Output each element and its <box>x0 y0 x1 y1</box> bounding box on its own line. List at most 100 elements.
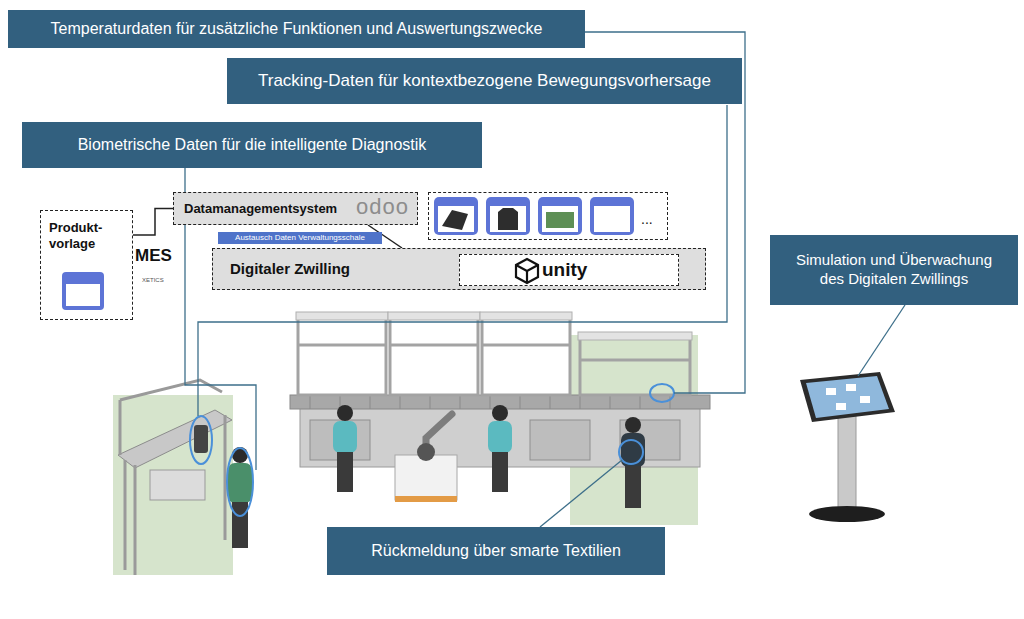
frame-bar <box>298 344 386 347</box>
bar-text: Austausch Daten Verwaltungsschale <box>235 232 365 244</box>
unity-cube <box>516 259 538 283</box>
callout-box: Simulation und Überwachung des Digitalen… <box>770 235 1018 305</box>
vest-shape <box>498 208 518 230</box>
worker-body <box>228 463 252 503</box>
unity-edge <box>526 271 528 283</box>
frame-tops <box>296 312 692 340</box>
conveyor-rollers <box>310 395 670 409</box>
component-icon <box>590 197 634 235</box>
table-leg <box>224 415 227 540</box>
roller <box>310 395 311 409</box>
worker-legs <box>232 502 248 548</box>
logo-text: odoo <box>356 194 409 220</box>
icon-tile <box>486 197 530 235</box>
callout-box: Rückmeldung über smarte Textilien <box>327 527 665 575</box>
robot-stripe <box>395 496 457 502</box>
roller <box>520 395 521 409</box>
callout-text: Temperaturdaten für zusätzliche Funktion… <box>51 19 543 39</box>
robot-joint <box>417 443 435 461</box>
roller <box>670 395 671 409</box>
unity-mark <box>516 259 538 283</box>
icon-tile <box>590 197 634 235</box>
roller <box>400 395 401 409</box>
work-zone <box>113 395 233 575</box>
kiosk-widget <box>826 388 836 395</box>
callout-box: Tracking-Daten für kontextbezogene Beweg… <box>227 58 742 104</box>
kiosk-widget <box>836 403 846 410</box>
roller <box>490 395 491 409</box>
box-title: Digitaler Zwilling <box>230 260 350 277</box>
frame-top <box>578 332 692 340</box>
template-icon-text: <T> <box>63 293 105 304</box>
icon-tile <box>538 197 582 235</box>
mes-title: MES <box>135 246 172 266</box>
kiosk-screen <box>800 372 895 422</box>
template-icon <box>62 272 104 310</box>
frame-module <box>482 318 570 395</box>
component-icon <box>538 197 582 235</box>
workstation-table <box>118 410 232 468</box>
frame-bar <box>580 359 690 362</box>
frame-modules <box>298 318 690 395</box>
roller <box>640 395 641 409</box>
frame-module <box>298 318 386 395</box>
worker-head <box>492 405 508 421</box>
callout-text: Tracking-Daten für kontextbezogene Beweg… <box>258 70 711 91</box>
icon-tile <box>434 197 478 235</box>
template-box: Produkt- vorlage<T> <box>40 210 133 320</box>
worker-body <box>333 421 357 453</box>
component-icon <box>486 197 530 235</box>
sensor-marker <box>227 448 253 516</box>
worker-head <box>232 447 248 463</box>
leader-line <box>540 460 622 527</box>
kiosk-base <box>809 506 885 522</box>
worker-head <box>337 405 353 421</box>
leader-line <box>858 305 905 376</box>
callout-box: Temperaturdaten für zusätzliche Funktion… <box>8 10 585 48</box>
callout-box: Biometrische Daten für die intelligente … <box>22 122 482 168</box>
kiosk-widgets <box>826 384 870 410</box>
roller <box>430 395 431 409</box>
roller <box>550 395 551 409</box>
robot-base <box>395 455 457 500</box>
ellipsis-text: ... <box>641 211 653 227</box>
worker-head <box>625 417 641 433</box>
worker-legs <box>337 452 353 492</box>
workstation-drawer <box>150 470 205 500</box>
kiosk-widget <box>846 384 856 391</box>
frame-top <box>296 312 388 320</box>
worker-body <box>488 421 512 453</box>
worker <box>228 447 252 548</box>
sensor-marker <box>650 384 674 402</box>
sensor-marker <box>619 440 643 464</box>
icon-inner <box>490 206 526 232</box>
board-shape <box>546 212 574 228</box>
twin-box: Digitaler Zwilling unity <box>212 248 706 290</box>
workstation-frame <box>120 380 225 575</box>
table-leg <box>124 460 127 570</box>
unity-edge <box>516 265 538 271</box>
icon-box: ... <box>428 192 668 240</box>
frame-top <box>480 312 572 320</box>
frame-module <box>390 318 478 395</box>
icon-inner <box>594 206 630 232</box>
system-box: Datamanagementsystemodoo <box>173 192 418 225</box>
machine-housing <box>530 420 590 460</box>
component-icon <box>434 197 478 235</box>
worker <box>488 405 512 492</box>
unity-box: unity <box>459 254 679 286</box>
glove-shape <box>442 210 468 230</box>
callout-text: Simulation und Überwachung des Digitalen… <box>794 251 994 289</box>
worker-legs <box>492 452 508 492</box>
callout-text: Biometrische Daten für die intelligente … <box>78 135 427 155</box>
roller <box>610 395 611 409</box>
icon-inner <box>542 206 578 232</box>
shelf-bar <box>120 380 222 400</box>
frame-top <box>388 312 480 320</box>
sensor-markers <box>190 384 674 516</box>
logo-text: unity <box>542 259 587 281</box>
roller <box>580 395 581 409</box>
table-leg <box>134 465 137 575</box>
kiosk-display <box>806 376 889 418</box>
